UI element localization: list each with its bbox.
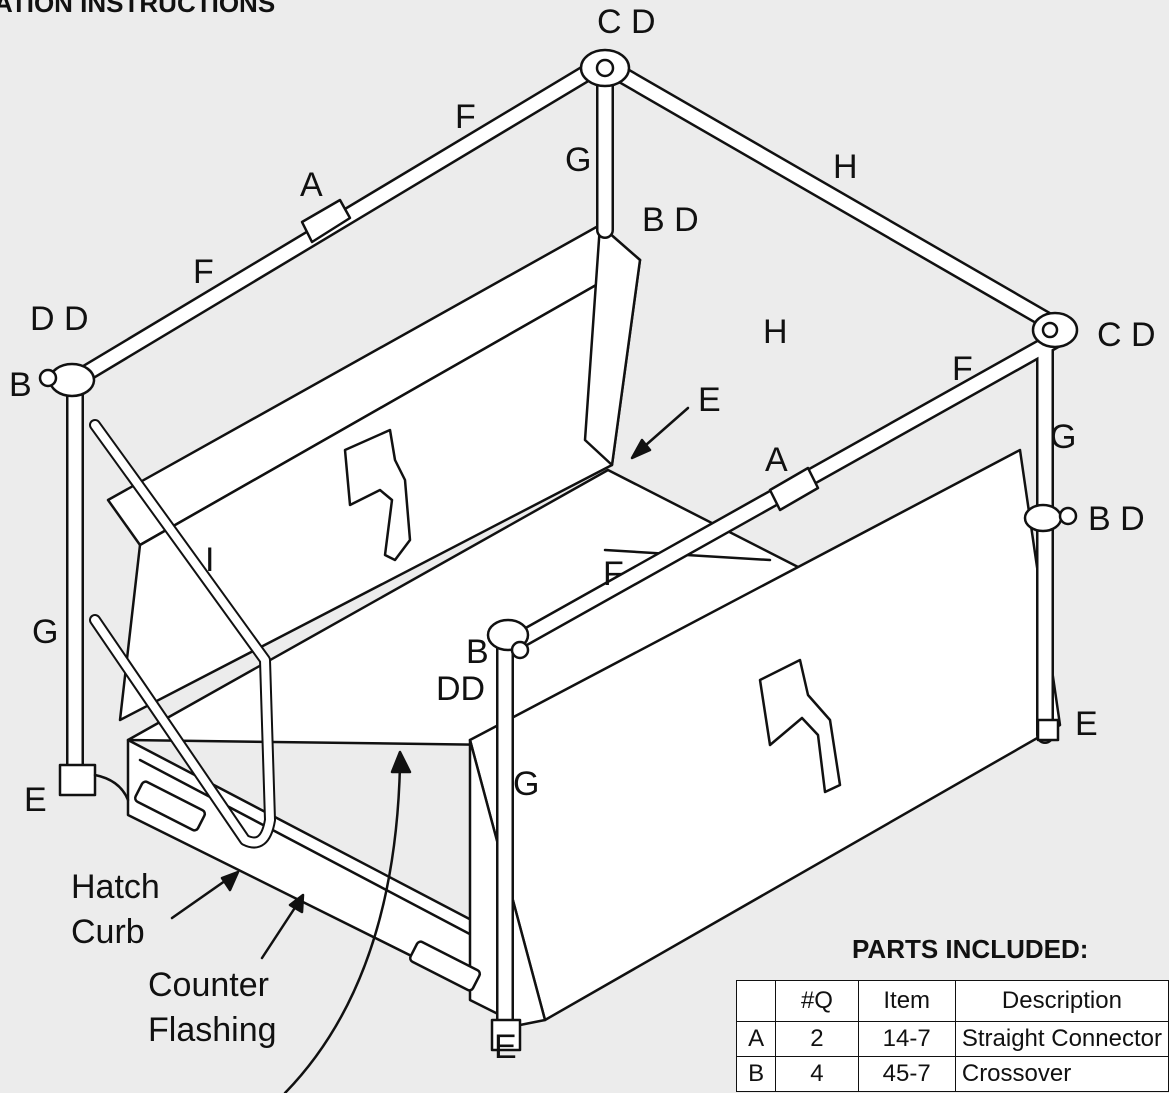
diagonal-brace <box>89 419 276 849</box>
pointer-arrow-counter-flashing <box>260 893 305 960</box>
row-quantity: 4 <box>775 1056 859 1092</box>
parts-table-header-row: #Q Item Description <box>736 980 1169 1022</box>
label-dd-left: D D <box>30 300 89 338</box>
header-letter <box>736 980 777 1022</box>
straight-connector-a-left <box>300 198 352 244</box>
callout-counter-flashing-line2: Flashing <box>148 1011 277 1049</box>
base-foot-left <box>58 763 130 802</box>
label-g-back: G <box>565 141 592 179</box>
table-row: B 4 45-7 Crossover <box>736 1056 1169 1092</box>
label-f-left: F <box>193 253 214 291</box>
row-quantity: 2 <box>775 1021 859 1057</box>
base-foot-front <box>490 1018 522 1052</box>
label-e-right: E <box>1075 705 1098 743</box>
label-dd-mid: DD <box>436 670 486 708</box>
label-b-mid: B <box>466 633 489 671</box>
label-f-mid: F <box>603 555 624 593</box>
fitting-top-corner <box>579 48 631 88</box>
fitting-front-corner <box>486 618 530 660</box>
lid-handle-front <box>758 658 842 794</box>
fitting-right-mid <box>1023 503 1078 533</box>
base-foot-right <box>1036 718 1060 742</box>
row-letter: A <box>736 1021 777 1057</box>
fitting-left-corner <box>38 362 96 398</box>
label-b-left: B <box>9 366 32 404</box>
label-h-top: H <box>833 148 858 186</box>
row-description: Straight Connector <box>954 1021 1169 1057</box>
header-description: Description <box>954 980 1169 1022</box>
label-e-arrow: E <box>698 381 721 419</box>
label-f-right: F <box>952 350 973 388</box>
label-h-mid: H <box>763 313 788 351</box>
pointer-arrow-hatch-curb <box>170 870 240 920</box>
label-g-left: G <box>32 613 59 651</box>
row-description: Crossover <box>954 1056 1169 1092</box>
callout-counter-flashing-line1: Counter <box>148 966 269 1004</box>
label-e-bottom: E <box>494 1028 517 1066</box>
parts-table: #Q Item Description A 2 14-7 Straight Co… <box>736 980 1169 1092</box>
table-row: A 2 14-7 Straight Connector <box>736 1021 1169 1057</box>
label-i-brace: I <box>205 541 215 579</box>
callout-hatch-curb-line2: Curb <box>71 913 145 951</box>
label-e-left: E <box>24 781 47 819</box>
counter-flashing-slots <box>133 780 482 992</box>
row-letter: B <box>736 1056 777 1092</box>
fitting-right-corner <box>1031 311 1079 349</box>
label-a-right: A <box>765 441 788 479</box>
label-cd-right: C D <box>1097 316 1156 354</box>
lid-handle-rear <box>343 428 412 562</box>
opening-direction-arrow <box>283 750 412 1093</box>
label-bd-top: B D <box>642 201 699 239</box>
row-item: 14-7 <box>857 1021 956 1057</box>
label-f-top: F <box>455 98 476 136</box>
label-a-left: A <box>300 166 323 204</box>
header-item: Item <box>857 980 956 1022</box>
parts-included-title: PARTS INCLUDED: <box>852 934 1089 964</box>
label-g-front: G <box>513 765 540 803</box>
page-heading: ATION INSTRUCTIONS <box>0 0 276 18</box>
label-cd-top: C D <box>597 3 656 41</box>
label-g-right: G <box>1050 418 1077 456</box>
pointer-arrow-e <box>630 406 690 460</box>
straight-connector-a-right <box>768 466 820 512</box>
parts-table-container: #Q Item Description A 2 14-7 Straight Co… <box>736 980 1169 1093</box>
label-bd-right: B D <box>1088 500 1145 538</box>
row-item: 45-7 <box>857 1056 956 1092</box>
header-quantity: #Q <box>775 980 859 1022</box>
callout-hatch-curb-line1: Hatch <box>71 868 160 906</box>
